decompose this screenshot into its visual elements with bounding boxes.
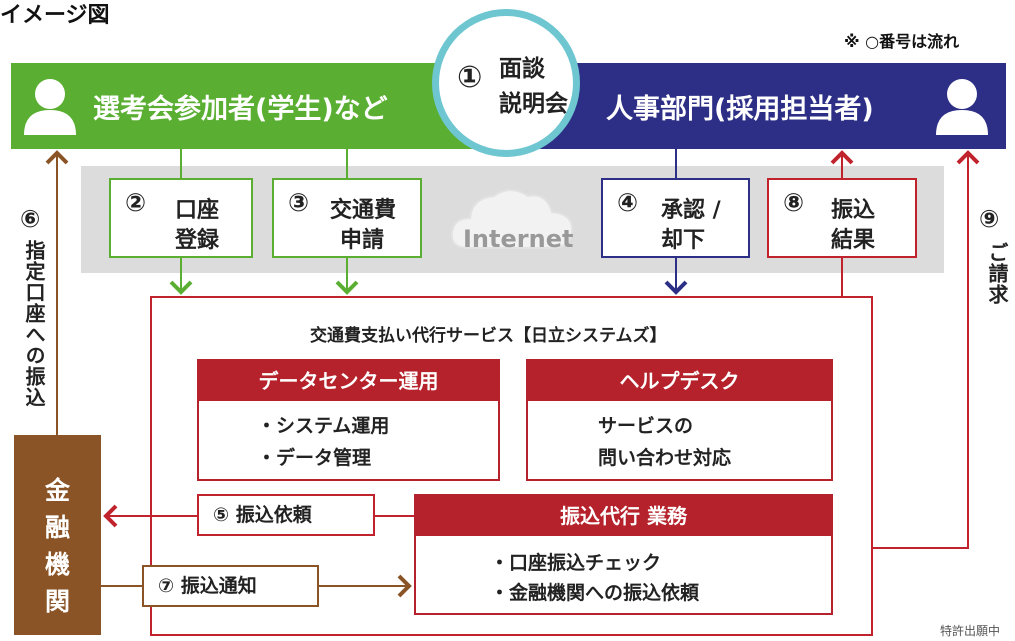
person-icon <box>935 77 989 139</box>
bank-char: 関 <box>44 587 70 616</box>
step6-label: 指定口座への振込 <box>22 240 46 408</box>
bank-char: 融 <box>44 513 70 542</box>
step2-line2: 登録 <box>175 228 220 253</box>
bank-char: 金 <box>44 476 70 505</box>
cloud-icon <box>448 186 578 262</box>
hr-bar: 人事部門(採用担当者) <box>511 63 1006 149</box>
step6-number: ⑥ <box>20 205 41 233</box>
interview-circle: ① 面談 説明会 <box>432 9 580 157</box>
step2-account-registration: ② 口座 登録 <box>109 178 253 258</box>
step2-number: ② <box>125 188 147 217</box>
participant-bar: 選考会参加者(学生)など <box>11 63 511 149</box>
transfer-header: 振込代行 業務 <box>416 496 831 536</box>
step8-number: ⑧ <box>783 188 805 217</box>
step3-number: ③ <box>288 188 310 217</box>
patent-note: 特許出願中 <box>940 624 1001 638</box>
transfer-box: 振込代行 業務 ・口座振込チェック ・金融機関への振込依頼 <box>414 494 833 615</box>
bank-label: 金 融 機 関 <box>14 472 101 620</box>
datacenter-header: データセンター運用 <box>199 361 498 401</box>
step8-line1: 振込 <box>831 198 876 223</box>
step9-label: ご請求 <box>985 242 1009 305</box>
helpdesk-box: ヘルプデスク サービスの 問い合わせ対応 <box>526 359 833 481</box>
bank-box: 金 融 機 関 <box>14 435 101 635</box>
transfer-item: ・口座振込チェック <box>490 552 662 574</box>
step4-line2: 却下 <box>661 228 706 253</box>
participant-label: 選考会参加者(学生)など <box>93 94 388 125</box>
step7-transfer-notice: ⑦ 振込通知 <box>142 565 319 607</box>
flow-note: ※ ○番号は流れ <box>844 32 960 51</box>
step2-line1: 口座 <box>175 198 220 223</box>
step4-number: ④ <box>617 188 639 217</box>
step8-transfer-result: ⑧ 振込 結果 <box>767 178 917 258</box>
datacenter-item: ・システム運用 <box>257 415 390 437</box>
step1-line1: 面談 <box>499 56 545 82</box>
diagram-title: イメージ図 <box>0 3 110 28</box>
helpdesk-line2: 問い合わせ対応 <box>598 447 732 469</box>
service-title: 交通費支払い代行サービス【日立システムズ】 <box>310 326 667 346</box>
step3-line1: 交通費 <box>330 198 397 223</box>
internet-label: Internet <box>463 225 574 253</box>
hr-label: 人事部門(採用担当者) <box>606 94 874 125</box>
step1-number: ① <box>457 60 483 95</box>
step4-line1: 承認 / <box>661 198 721 223</box>
step8-line2: 結果 <box>831 228 876 253</box>
transfer-item: ・金融機関への振込依頼 <box>490 582 700 604</box>
bank-char: 機 <box>44 550 70 579</box>
helpdesk-line1: サービスの <box>598 415 694 437</box>
step5-transfer-request: ⑤ 振込依頼 <box>197 494 375 536</box>
helpdesk-header: ヘルプデスク <box>528 361 831 401</box>
step1-line2: 説明会 <box>499 91 568 117</box>
step4-approval: ④ 承認 / 却下 <box>601 178 750 258</box>
step3-line2: 申請 <box>340 228 385 253</box>
datacenter-box: データセンター運用 ・システム運用 ・データ管理 <box>197 359 500 481</box>
datacenter-item: ・データ管理 <box>257 447 372 469</box>
person-icon <box>23 77 77 139</box>
step9-number: ⑨ <box>979 205 1000 233</box>
step3-expense-application: ③ 交通費 申請 <box>272 178 422 258</box>
